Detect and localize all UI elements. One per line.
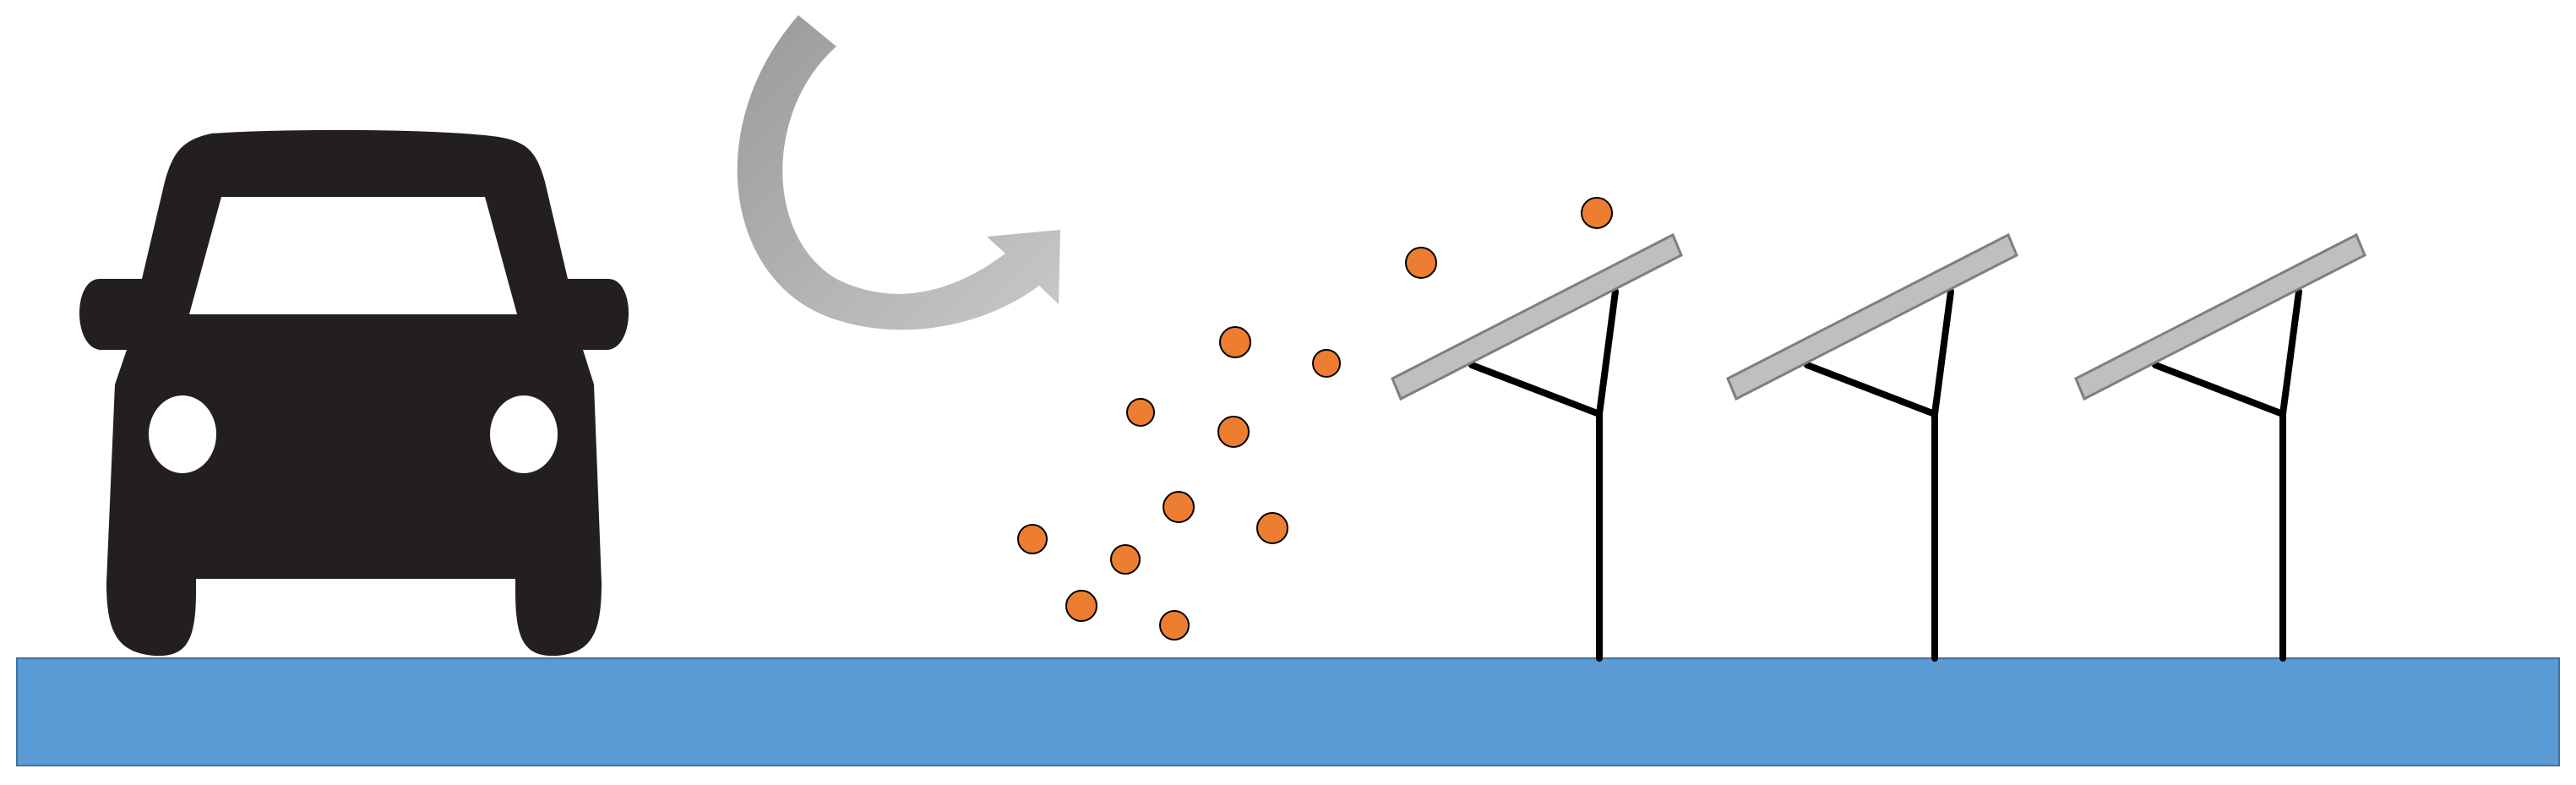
dust-particle — [1110, 544, 1141, 575]
solar-panel-surface — [1726, 232, 2018, 401]
dust-particle — [1126, 398, 1155, 427]
dust-particles — [1017, 197, 1613, 641]
ground-bar — [16, 657, 2560, 766]
dust-particle — [1219, 326, 1251, 358]
dust-particle — [1256, 512, 1288, 544]
solar-panel-icon — [1391, 232, 1683, 662]
dust-particle — [1217, 416, 1250, 448]
dust-particle — [1405, 247, 1437, 279]
dust-particle — [1581, 197, 1613, 229]
solar-panel-icon — [1726, 232, 2018, 662]
panel-support — [1596, 288, 1619, 417]
dust-particle — [1065, 590, 1097, 622]
headlight-left — [149, 395, 216, 473]
panel-support — [2152, 362, 2286, 417]
dust-particle — [1312, 349, 1341, 378]
dust-particle — [1163, 491, 1195, 523]
solar-panels — [1391, 232, 2366, 662]
dust-particle — [1159, 610, 1190, 641]
headlight-right — [490, 395, 558, 473]
panel-support — [2279, 288, 2302, 417]
panel-support — [1804, 362, 1938, 417]
solar-panel-surface — [2074, 232, 2366, 401]
windshield — [189, 197, 517, 314]
solar-panel-icon — [2074, 232, 2366, 662]
panel-support — [1931, 288, 1954, 417]
solar-panel-surface — [1391, 232, 1683, 401]
dust-particle — [1017, 524, 1048, 554]
curved-arrow-icon — [737, 15, 1060, 330]
car-icon — [79, 129, 629, 657]
panel-support — [1468, 362, 1603, 417]
